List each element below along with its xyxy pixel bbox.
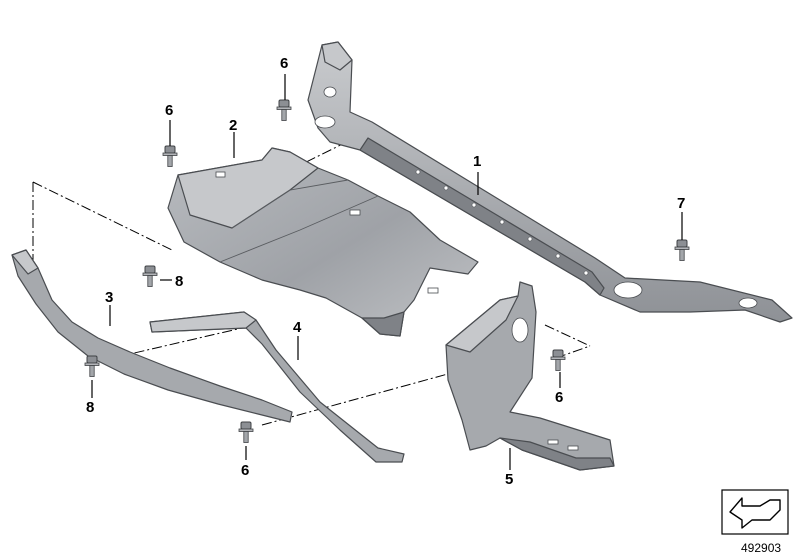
mounting-bracket xyxy=(445,281,615,471)
bolt-icon xyxy=(238,421,254,443)
bolt-icon xyxy=(84,355,100,377)
leader-lines xyxy=(91,74,683,470)
side-bracket-rail xyxy=(11,249,293,423)
callout-label: 2 xyxy=(229,117,237,134)
bolt-icon xyxy=(162,145,178,167)
callout-label: 3 xyxy=(105,289,113,306)
underbody-shield xyxy=(167,147,479,337)
callout-label: 6 xyxy=(280,55,288,72)
callout-label: 7 xyxy=(677,195,685,212)
bolt-icon xyxy=(550,349,566,371)
arrow-box-icon xyxy=(721,489,789,535)
bolt-icon xyxy=(276,99,292,121)
document-number: 492903 xyxy=(741,541,781,555)
diagonal-support-strut xyxy=(149,311,405,463)
callout-label: 5 xyxy=(505,471,513,488)
cross-member-beam xyxy=(307,41,793,323)
callout-label: 8 xyxy=(86,399,94,416)
callout-label: 1 xyxy=(473,153,481,170)
callout-label: 6 xyxy=(241,462,249,479)
bolt-icon xyxy=(674,239,690,261)
callout-label: 8 xyxy=(175,273,183,290)
callout-label: 4 xyxy=(293,319,302,336)
callout-label: 6 xyxy=(555,389,563,406)
callout-label: 6 xyxy=(165,102,173,119)
bolt-icon xyxy=(142,265,158,287)
